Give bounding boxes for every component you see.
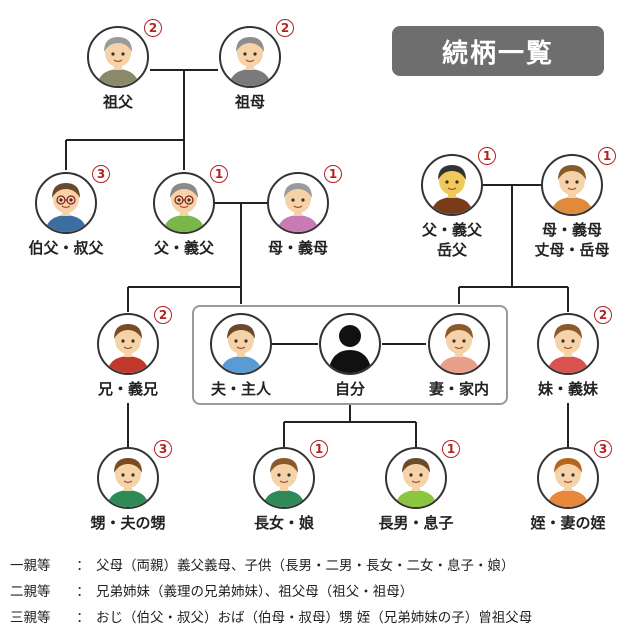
legend-colon: ： (76, 584, 90, 600)
legend-term: 二親等 (10, 584, 51, 600)
person-label-niece: 姪・妻の姪 (530, 514, 606, 532)
person-label-daughter: 長女・娘 (253, 514, 314, 532)
degree-badge: 2 (276, 19, 294, 37)
legend-term: 三親等 (10, 610, 51, 626)
person-label-self: 自分 (334, 380, 365, 398)
person-avatar-sister (537, 313, 599, 375)
person-avatar-daughter (253, 447, 315, 509)
person-avatar-grandfather (87, 26, 149, 88)
degree-badge: 1 (442, 440, 460, 458)
diagram-title: 続柄一覧 (392, 26, 604, 76)
person-avatar-grandmother (219, 26, 281, 88)
person-figure (107, 458, 149, 507)
legend-row: 三親等 ： おじ（伯父・叔父）おば（伯母・叔母）甥 姪（兄弟姉妹の子）曾祖父母 (10, 605, 635, 631)
person-avatar-son (385, 447, 447, 509)
person-figure (431, 165, 473, 214)
person-label-mother: 母・義母 (267, 239, 328, 257)
person-figure (220, 324, 262, 373)
person-figure (547, 324, 589, 373)
self-family-group (192, 305, 508, 405)
person-avatar-father (153, 172, 215, 234)
person-label-nephew: 甥・夫の甥 (90, 514, 166, 532)
person-avatar-nephew (97, 447, 159, 509)
person-label-uncle: 伯父・叔父 (28, 239, 104, 257)
person-label-father: 父・義父 (153, 239, 214, 257)
degree-badge: 1 (324, 165, 342, 183)
person-label-wife: 妻・家内 (428, 380, 489, 398)
person-figure (45, 183, 87, 232)
person-figure (263, 458, 305, 507)
legend-colon: ： (76, 610, 90, 626)
legend-definition: 兄弟姉妹（義理の兄弟姉妹）、祖父母（祖父・祖母） (96, 584, 414, 600)
person-label-son: 長男・息子 (378, 514, 454, 532)
degree-badge: 3 (154, 440, 172, 458)
person-avatar-husband (210, 313, 272, 375)
person-avatar-mother-in-law (541, 154, 603, 216)
person-figure (547, 458, 589, 507)
person-avatar-brother (97, 313, 159, 375)
person-figure (107, 324, 149, 373)
degree-badge: 3 (92, 165, 110, 183)
degree-badge: 1 (310, 440, 328, 458)
person-figure (277, 183, 319, 232)
degree-badge: 2 (144, 19, 162, 37)
degree-badge: 2 (154, 306, 172, 324)
person-label-brother: 兄・義兄 (97, 380, 158, 398)
degree-badge: 3 (594, 440, 612, 458)
degree-badge: 1 (478, 147, 496, 165)
person-label-father-in-law: 父・義父 (421, 221, 482, 239)
person-figure (321, 315, 379, 373)
degree-badge: 1 (598, 147, 616, 165)
degree-badge: 1 (210, 165, 228, 183)
person-figure (395, 458, 437, 507)
person-avatar-father-in-law (421, 154, 483, 216)
legend-row: 一親等 ： 父母（両親）義父義母、子供（長男・二男・長女・二女・息子・娘） (10, 553, 635, 579)
person-avatar-mother (267, 172, 329, 234)
legend-colon: ： (76, 558, 90, 574)
person-label-grandmother: 祖母 (234, 93, 265, 111)
degree-badge: 2 (594, 306, 612, 324)
person-avatar-wife (428, 313, 490, 375)
person-label-mother-in-law: 母・義母 (541, 221, 602, 239)
legend-term: 一親等 (10, 558, 51, 574)
person-label-mother-in-law: 丈母・岳母 (534, 241, 610, 259)
person-label-grandfather: 祖父 (102, 93, 133, 111)
person-avatar-uncle (35, 172, 97, 234)
person-figure (97, 37, 139, 86)
legend: 一親等 ： 父母（両親）義父義母、子供（長男・二男・長女・二女・息子・娘） 二親… (10, 553, 635, 631)
legend-row: 二親等 ： 兄弟姉妹（義理の兄弟姉妹）、祖父母（祖父・祖母） (10, 579, 635, 605)
person-label-husband: 夫・主人 (210, 380, 271, 398)
person-figure (438, 324, 480, 373)
legend-definition: 父母（両親）義父義母、子供（長男・二男・長女・二女・息子・娘） (96, 558, 515, 574)
person-avatar-niece (537, 447, 599, 509)
person-label-sister: 妹・義妹 (537, 380, 598, 398)
person-label-father-in-law: 岳父 (436, 241, 467, 259)
person-figure (163, 183, 205, 232)
person-figure (551, 165, 593, 214)
legend-definition: おじ（伯父・叔父）おば（伯母・叔母）甥 姪（兄弟姉妹の子）曾祖父母 (96, 610, 533, 626)
person-avatar-self (319, 313, 381, 375)
person-figure (229, 37, 271, 86)
